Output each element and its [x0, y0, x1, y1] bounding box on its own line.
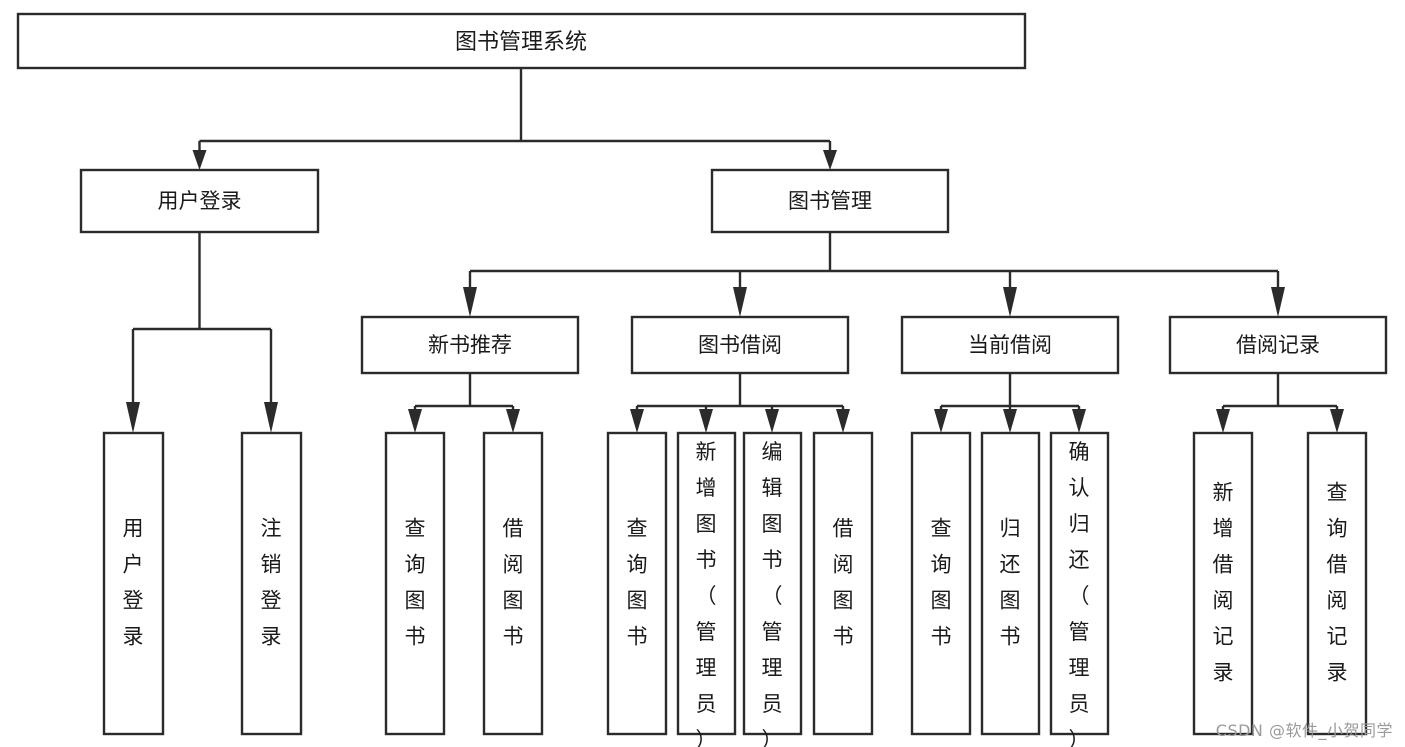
node-leaf-confirm-return-label: 确认归还（管理员） — [1069, 440, 1090, 747]
node-book-borrow-label: 图书借阅 — [698, 333, 782, 357]
arrowhead-book-manage — [823, 150, 837, 170]
csdn-watermark: CSDN @软件_小贺同学 — [1215, 721, 1393, 740]
node-borrow-record-box[interactable] — [1168, 315, 1388, 375]
node-current-borrow-label: 当前借阅 — [968, 333, 1052, 357]
arrowhead-leaf-confirm-return — [1072, 409, 1086, 433]
arrowhead-borrow-record — [1271, 287, 1285, 317]
node-leaf-confirm-return[interactable]: 确认归还（管理员） — [1049, 431, 1110, 747]
arrowhead-leaf-query-book-1 — [408, 409, 422, 433]
node-leaf-add-book[interactable]: 新增图书（管理员） — [676, 431, 737, 747]
node-leaf-borrow-book-1[interactable]: 借阅图书 — [482, 431, 544, 736]
node-book-manage-label: 图书管理 — [788, 189, 872, 213]
node-leaf-query-book-3-box[interactable] — [910, 431, 972, 736]
node-new-book-recommend[interactable]: 新书推荐 — [360, 315, 580, 375]
node-leaf-user-logout-label: 注销登录 — [261, 517, 282, 649]
arrowhead-current-borrow — [1003, 287, 1017, 317]
node-user-login-label: 用户登录 — [158, 189, 242, 213]
node-book-borrow-box[interactable] — [630, 315, 850, 375]
connector-layer — [126, 68, 1344, 433]
node-new-book-recommend-box[interactable] — [360, 315, 580, 375]
node-leaf-query-book-2-label: 查询图书 — [627, 517, 648, 649]
node-leaf-query-record[interactable]: 查询借阅记录 — [1306, 431, 1368, 736]
node-leaf-borrow-book-2[interactable]: 借阅图书 — [812, 431, 874, 736]
node-leaf-query-book-3[interactable]: 查询图书 — [910, 431, 972, 736]
node-leaf-borrow-book-2-label: 借阅图书 — [833, 517, 854, 649]
node-leaf-return-book-box[interactable] — [980, 431, 1041, 736]
node-new-book-recommend-label: 新书推荐 — [428, 333, 512, 357]
node-leaf-borrow-book-2-box[interactable] — [812, 431, 874, 736]
arrowhead-leaf-return-book — [1003, 409, 1017, 433]
node-leaf-query-book-1[interactable]: 查询图书 — [384, 431, 446, 736]
arrowhead-leaf-borrow-book-1 — [506, 409, 520, 433]
node-current-borrow[interactable]: 当前借阅 — [900, 315, 1120, 375]
node-leaf-query-record-label: 查询借阅记录 — [1327, 481, 1348, 685]
node-leaf-borrow-book-1-label: 借阅图书 — [503, 517, 524, 649]
node-leaf-edit-book[interactable]: 编辑图书（管理员） — [742, 431, 803, 747]
node-root-label: 图书管理系统 — [455, 30, 587, 55]
arrowhead-user-login — [192, 150, 207, 170]
node-leaf-return-book[interactable]: 归还图书 — [980, 431, 1041, 736]
node-leaf-add-book-box[interactable] — [676, 431, 737, 736]
node-leaf-query-book-1-label: 查询图书 — [405, 517, 426, 649]
arrowhead-book-borrow — [733, 287, 747, 317]
node-leaf-add-book-label: 新增图书（管理员） — [696, 440, 717, 747]
node-book-manage[interactable]: 图书管理 — [710, 168, 950, 234]
arrowhead-leaf-query-record — [1330, 409, 1344, 433]
arrowhead-new-book-recommend — [463, 287, 477, 317]
node-leaf-query-book-3-label: 查询图书 — [931, 517, 952, 649]
node-user-login[interactable]: 用户登录 — [79, 168, 320, 234]
node-borrow-record[interactable]: 借阅记录 — [1168, 315, 1388, 375]
arrowhead-leaf-edit-book — [765, 409, 779, 433]
arrowhead-leaf-add-record — [1216, 409, 1230, 433]
node-book-borrow[interactable]: 图书借阅 — [630, 315, 850, 375]
node-user-login-box[interactable] — [79, 168, 320, 234]
node-leaf-user-login[interactable]: 用户登录 — [102, 431, 165, 736]
arrowhead-leaf-borrow-book-2 — [836, 409, 850, 433]
node-leaf-query-record-box[interactable] — [1306, 431, 1368, 736]
arrowhead-leaf-user-login — [126, 402, 140, 433]
node-leaf-edit-book-box[interactable] — [742, 431, 803, 736]
node-leaf-borrow-book-1-box[interactable] — [482, 431, 544, 736]
node-leaf-add-record-label: 新增借阅记录 — [1213, 481, 1234, 685]
node-root-box[interactable] — [16, 12, 1027, 70]
arrowhead-leaf-add-book — [699, 409, 713, 433]
node-borrow-record-label: 借阅记录 — [1236, 333, 1320, 357]
arrowhead-leaf-query-book-3 — [934, 409, 948, 433]
node-leaf-query-book-2-box[interactable] — [606, 431, 668, 736]
node-leaf-edit-book-label: 编辑图书（管理员） — [762, 440, 783, 747]
node-leaf-add-record[interactable]: 新增借阅记录 — [1192, 431, 1254, 736]
arrowhead-leaf-user-logout — [264, 402, 278, 433]
node-leaf-user-login-label: 用户登录 — [123, 517, 144, 649]
node-leaf-query-book-1-box[interactable] — [384, 431, 446, 736]
node-current-borrow-box[interactable] — [900, 315, 1120, 375]
node-root[interactable]: 图书管理系统 — [16, 12, 1027, 70]
node-leaf-user-login-box[interactable] — [102, 431, 165, 736]
node-leaf-confirm-return-box[interactable] — [1049, 431, 1110, 736]
node-leaf-user-logout-box[interactable] — [240, 431, 303, 736]
node-leaf-query-book-2[interactable]: 查询图书 — [606, 431, 668, 736]
node-leaf-add-record-box[interactable] — [1192, 431, 1254, 736]
node-leaf-user-logout[interactable]: 注销登录 — [240, 431, 303, 736]
node-book-manage-box[interactable] — [710, 168, 950, 234]
arrowhead-leaf-query-book-2 — [630, 409, 644, 433]
node-leaf-return-book-label: 归还图书 — [1000, 517, 1021, 649]
